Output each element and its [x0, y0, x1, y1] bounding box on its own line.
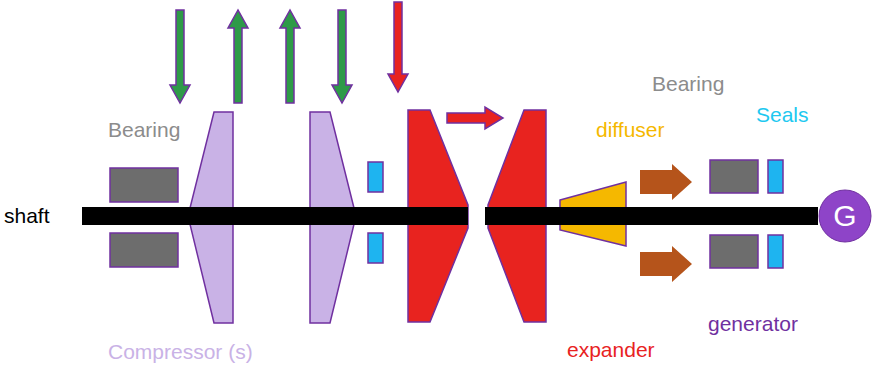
bearing [710, 160, 758, 193]
part-name: generator [708, 312, 798, 335]
seal [368, 162, 383, 192]
exhaust-arrow [640, 164, 692, 200]
generator-letter: G [833, 201, 856, 231]
flow-arrow-up [228, 10, 248, 103]
flow-arrow-down [170, 10, 190, 103]
exhaust-arrow [640, 246, 692, 282]
shaft-bar [82, 207, 468, 225]
generator-circle: G [818, 189, 872, 243]
bearing [710, 235, 758, 268]
shaft-bar [485, 207, 818, 225]
bearing [110, 233, 178, 267]
part-name: Bearing [108, 118, 180, 141]
seal [768, 235, 783, 268]
seal [368, 233, 383, 263]
part-name: Compressor (s) [108, 340, 253, 363]
seal [768, 160, 783, 193]
part-name: diffuser [596, 118, 665, 141]
part-name: Bearing [652, 72, 724, 95]
flow-arrow-down [388, 2, 408, 92]
part-name: expander [567, 338, 655, 361]
flow-arrow-down [332, 10, 352, 103]
bearing [110, 168, 178, 202]
part-name: shaft [4, 204, 50, 227]
flow-arrow-right [447, 107, 503, 129]
generator-circle-shape [819, 190, 871, 242]
flow-arrow-up [280, 10, 300, 103]
part-name: Seals [756, 103, 809, 126]
